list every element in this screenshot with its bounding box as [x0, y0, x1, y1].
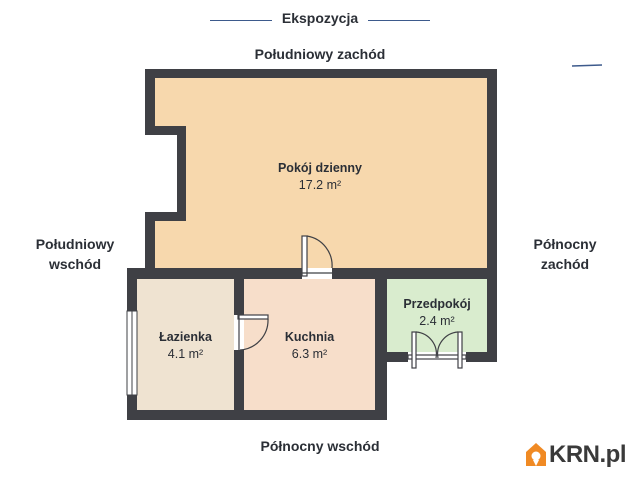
room-area-hallway: 2.4 m² [419, 314, 455, 328]
wall-hall-bottom-right [466, 352, 497, 362]
room-name-bathroom: Łazienka [159, 330, 212, 344]
wall-hall-bottom-left [375, 352, 408, 362]
wall-left-upper [145, 69, 155, 134]
direction-left: Południowy wschód [20, 234, 130, 274]
decorative-stroke [571, 64, 603, 67]
wall-notch-side [177, 126, 186, 221]
wall-bath-kitchen-lower [234, 350, 244, 410]
room-area-living: 17.2 m² [298, 178, 342, 192]
house-pin-icon [525, 442, 547, 468]
wall-top [145, 69, 497, 78]
exposure-header: Ekspozycja [0, 8, 640, 32]
room-fill-bathroom [137, 279, 234, 410]
direction-left-line2: wschód [48, 256, 102, 272]
wall-notch-bottom [145, 212, 186, 221]
wall-bath-kitchen-upper [234, 279, 244, 315]
entry-double-door [407, 331, 467, 369]
room-name-living: Pokój dzienny [277, 161, 363, 175]
direction-left-line1: Południowy [35, 236, 115, 252]
wall-middle-right [332, 268, 497, 279]
direction-top: Południowy zachód [254, 46, 386, 62]
exposure-title: Ekspozycja [281, 10, 359, 26]
room-label-living: Pokój dzienny 17.2 m² [240, 160, 400, 194]
direction-right-line1: Północny [533, 236, 597, 252]
krn-logo: KRN.pl [525, 440, 627, 470]
door-bathroom-kitchen [237, 314, 269, 351]
wall-left-lower [145, 212, 155, 278]
room-label-kitchen: Kuchnia 6.3 m² [244, 329, 375, 363]
wall-notch-top [145, 126, 186, 135]
bathroom-window [126, 310, 138, 396]
room-label-bathroom: Łazienka 4.1 m² [137, 329, 234, 363]
room-name-kitchen: Kuchnia [284, 330, 335, 344]
door-living-kitchen [301, 235, 333, 277]
direction-bottom: Północny wschód [260, 438, 380, 454]
room-area-bathroom: 4.1 m² [167, 347, 204, 361]
direction-right-line2: zachód [540, 256, 590, 272]
room-name-hallway: Przedpokój [403, 297, 471, 311]
wall-middle-left [127, 268, 302, 279]
room-fill-hallway [387, 279, 487, 352]
wall-bottom [127, 410, 385, 420]
room-label-hallway: Przedpokój 2.4 m² [387, 296, 487, 330]
header-line-left [210, 20, 272, 21]
header-line-right [368, 20, 430, 21]
logo-text: KRN.pl [549, 441, 627, 468]
direction-right: Północny zachód [510, 234, 620, 274]
room-fill-living [155, 78, 487, 268]
wall-kitchen-hall [375, 279, 387, 420]
room-fill-kitchen [244, 279, 375, 410]
wall-right [487, 69, 497, 362]
room-area-kitchen: 6.3 m² [291, 347, 328, 361]
